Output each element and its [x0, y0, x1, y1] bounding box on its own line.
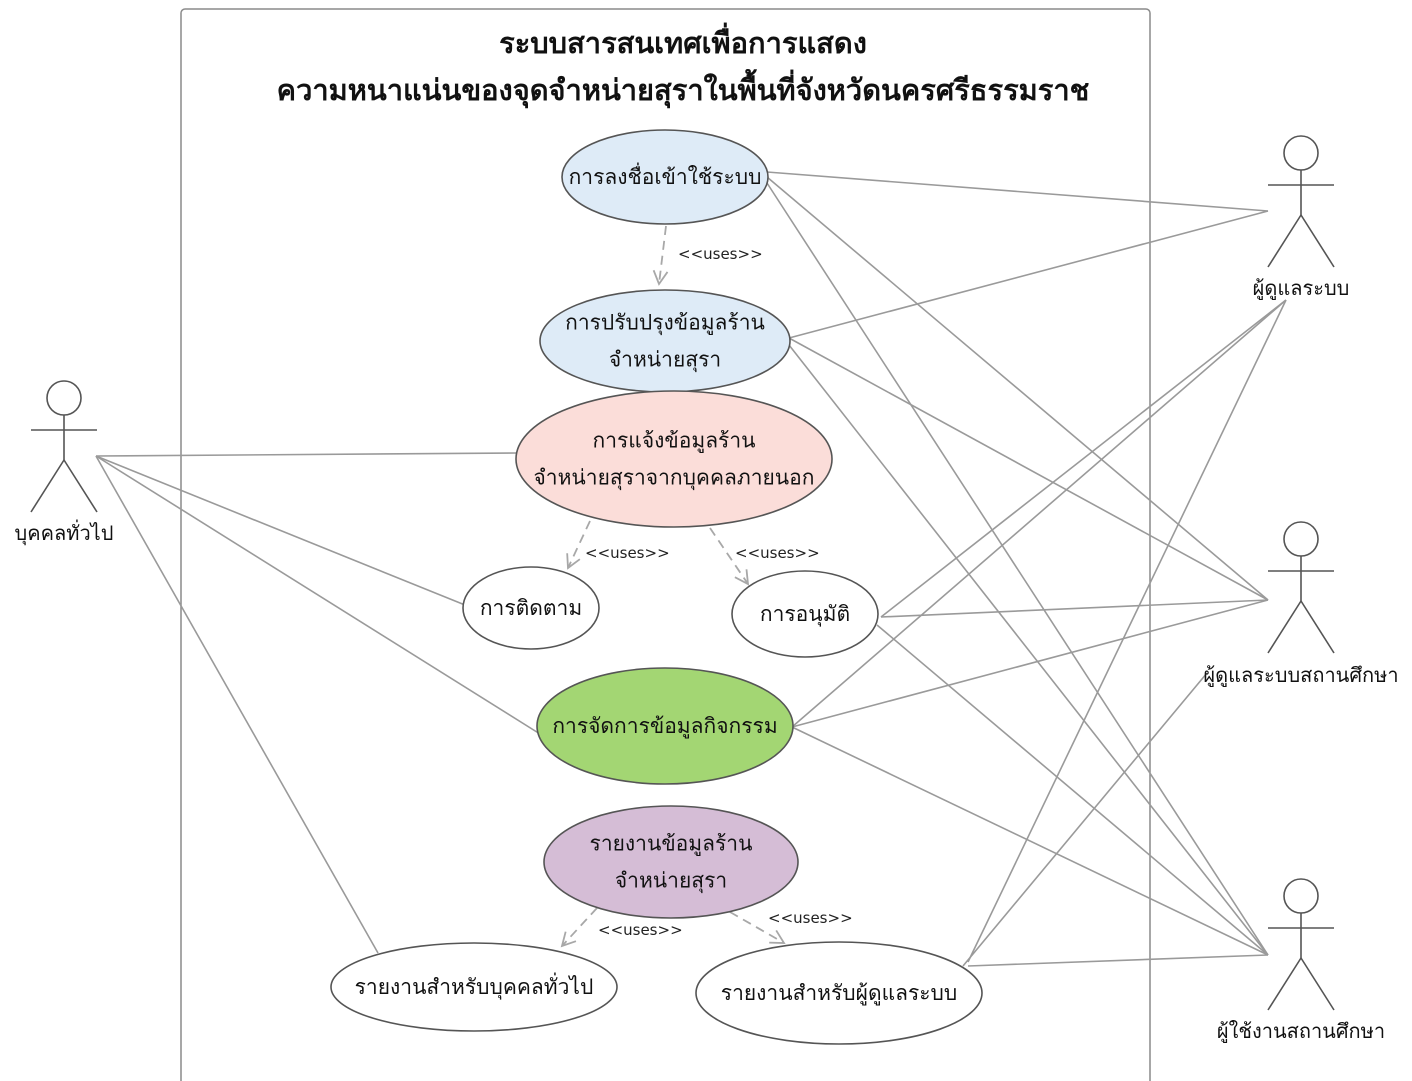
association-school-user-report-admin — [967, 954, 1269, 967]
use-case-ellipse — [330, 942, 618, 1032]
association-general-notify — [95, 452, 517, 457]
dependency-arrowhead — [769, 929, 786, 944]
association-admin-report-admin — [967, 299, 1287, 963]
use-case-label: การแจ้งข้อมูลร้าน — [593, 429, 756, 454]
actor-head — [46, 380, 82, 416]
dependency-arrowhead — [566, 553, 581, 570]
system-boundary — [180, 8, 1151, 1081]
actor-admin[interactable]: ผู้ดูแลระบบ — [1253, 135, 1350, 301]
dependency-line — [561, 907, 598, 947]
association-school-admin-report-admin — [962, 672, 1208, 967]
use-case-report[interactable]: รายงานข้อมูลร้านจำหน่ายสุรา — [543, 805, 799, 919]
association-school-user-login — [766, 182, 1269, 956]
association-admin-activity — [791, 299, 1287, 728]
actor-general[interactable]: บุคคลทั่วไป — [15, 380, 114, 546]
actor-right-leg — [63, 459, 98, 513]
association-admin-login — [766, 171, 1269, 212]
association-school-user-update — [788, 344, 1269, 956]
use-case-ellipse — [539, 289, 791, 393]
association-school-admin-activity — [791, 599, 1269, 728]
use-case-ellipse — [695, 941, 983, 1045]
use-case-label: การจัดการข้อมูลกิจกรรม — [552, 714, 777, 739]
actor-head — [1283, 521, 1319, 557]
actor-left-leg — [1267, 600, 1302, 654]
use-case-approve[interactable]: การอนุมัติ — [731, 570, 879, 658]
actor-school-user[interactable]: ผู้ใช้งานสถานศึกษา — [1217, 878, 1385, 1044]
dependency-line — [658, 225, 667, 285]
use-case-update[interactable]: การปรับปรุงข้อมูลร้านจำหน่ายสุรา — [539, 289, 791, 393]
use-case-ellipse — [536, 667, 794, 785]
use-case-label: รายงานข้อมูลร้าน — [590, 832, 753, 857]
use-case-login[interactable]: การลงชื่อเข้าใช้ระบบ — [561, 129, 769, 225]
use-case-label: การลงชื่อเข้าใช้ระบบ — [569, 162, 762, 189]
actor-label: บุคคลทั่วไป — [15, 519, 114, 546]
uses-stereotype-label: <<uses>> — [735, 544, 820, 562]
uses-stereotype-label: <<uses>> — [678, 245, 763, 263]
system-title-line-2: ความหนาแน่นของจุดจำหน่ายสุราในพื้นที่จัง… — [277, 68, 1090, 108]
use-case-label: จำหน่ายสุรา — [609, 348, 721, 373]
use-case-label: จำหน่ายสุรา — [615, 869, 727, 894]
association-lines — [95, 171, 1287, 967]
use-case-ellipse — [561, 129, 769, 225]
dependency-line — [729, 911, 785, 944]
actor-head — [1283, 135, 1319, 171]
actor-left-leg — [1267, 214, 1302, 268]
use-case-activity[interactable]: การจัดการข้อมูลกิจกรรม — [536, 667, 794, 785]
actor-school-admin[interactable]: ผู้ดูแลระบบสถานศึกษา — [1203, 521, 1399, 688]
dependency-line — [567, 520, 591, 569]
actor-right-leg — [1300, 600, 1335, 654]
dependency-login-to-update: <<uses>> — [652, 225, 763, 286]
use-case-report-admin[interactable]: รายงานสำหรับผู้ดูแลระบบ — [695, 941, 983, 1045]
use-case-notify[interactable]: การแจ้งข้อมูลร้านจำหน่ายสุราจากบุคคลภายน… — [515, 390, 833, 528]
system-title-line-1: ระบบสารสนเทศเพื่อการแสดง — [499, 22, 867, 60]
dependency-arrowhead — [560, 931, 577, 948]
actor-label: ผู้ดูแลระบบ — [1253, 276, 1350, 301]
dependency-arrowhead — [652, 269, 669, 286]
use-cases: การลงชื่อเข้าใช้ระบบการปรับปรุงข้อมูลร้า… — [330, 129, 983, 1045]
association-general-activity — [95, 455, 541, 735]
actors: บุคคลทั่วไป ผู้ดูแลระบบผู้ดูแลระบบสถานศึก… — [15, 135, 1399, 1044]
association-school-admin-update — [788, 337, 1269, 601]
uses-stereotype-label: <<uses>> — [598, 921, 683, 939]
use-case-label: การติดตาม — [480, 596, 582, 620]
association-admin-update — [788, 210, 1269, 339]
actor-label: ผู้ดูแลระบบสถานศึกษา — [1203, 663, 1398, 688]
dependency-arrowhead — [734, 569, 750, 586]
uses-stereotype-label: <<uses>> — [585, 544, 670, 562]
dependency-notify-to-track: <<uses>> — [566, 520, 670, 570]
dependency-line — [709, 527, 749, 585]
use-case-report-general[interactable]: รายงานสำหรับบุคคลทั่วไป — [330, 942, 618, 1032]
association-admin-approve — [880, 299, 1287, 618]
dependency-notify-to-approve: <<uses>> — [709, 527, 820, 586]
actor-label: ผู้ใช้งานสถานศึกษา — [1217, 1019, 1385, 1044]
association-general-report-general — [95, 455, 379, 954]
use-case-ellipse — [462, 566, 600, 650]
use-case-ellipse — [515, 390, 833, 528]
dependency-report-to-report-general: <<uses>> — [560, 907, 683, 948]
use-case-label: รายงานสำหรับผู้ดูแลระบบ — [721, 981, 957, 1006]
actor-right-leg — [1300, 957, 1335, 1011]
actor-left-leg — [1267, 957, 1302, 1011]
uses-stereotype-label: <<uses>> — [768, 909, 853, 927]
actor-right-leg — [1300, 214, 1335, 268]
use-case-ellipse — [543, 805, 799, 919]
association-general-track — [95, 455, 466, 606]
actor-head — [1283, 878, 1319, 914]
use-case-label: การปรับปรุงข้อมูลร้าน — [565, 311, 765, 336]
association-school-admin-login — [766, 176, 1269, 601]
dependency-arrows: <<uses>> <<uses>> <<uses>> <<uses>> <<uses>> — [560, 225, 853, 948]
association-school-admin-approve — [880, 599, 1269, 618]
use-case-track[interactable]: การติดตาม — [462, 566, 600, 650]
dependency-report-to-report-admin: <<uses>> — [729, 909, 853, 944]
use-case-ellipse — [731, 570, 879, 658]
actor-left-leg — [30, 459, 65, 513]
association-school-user-approve — [876, 624, 1269, 956]
use-case-label: รายงานสำหรับบุคคลทั่วไป — [355, 972, 594, 1000]
use-case-label: จำหน่ายสุราจากบุคคลภายนอก — [533, 466, 814, 491]
association-school-user-activity — [791, 726, 1269, 956]
use-case-label: การอนุมัติ — [760, 602, 850, 627]
